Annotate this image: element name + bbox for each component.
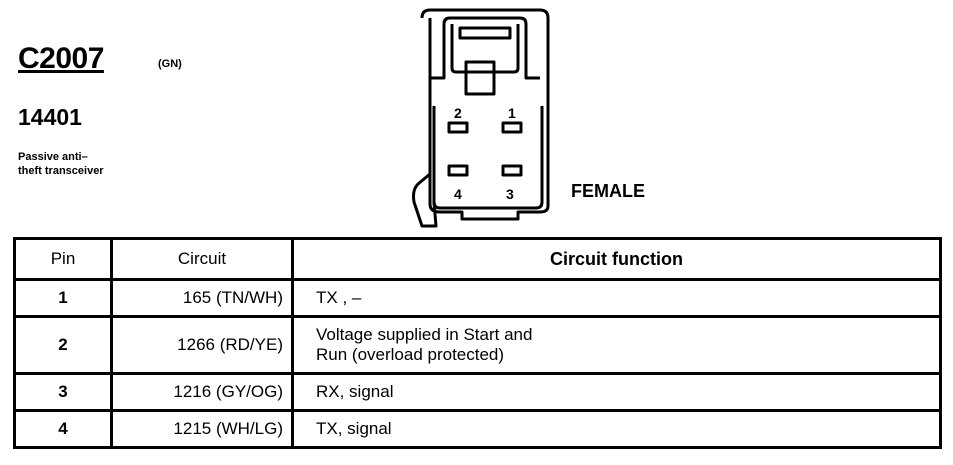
housing-outline — [420, 8, 550, 221]
side-tab — [412, 172, 438, 228]
row-pin: 3 — [13, 372, 113, 412]
function-line-1: RX, signal — [316, 382, 394, 401]
connector-id: C2007 — [18, 42, 104, 75]
table-row: 1 165 (TN/WH) TX , – — [13, 278, 942, 318]
description-line-1: Passive anti– — [18, 151, 88, 163]
row-circuit: 165 (TN/WH) — [110, 278, 294, 318]
pin-label-3: 3 — [506, 186, 514, 202]
connector-wire-color: (GN) — [158, 58, 182, 70]
row-function: TX , – — [291, 278, 942, 318]
row-circuit: 1266 (RD/YE) — [110, 315, 294, 375]
row-circuit: 1215 (WH/LG) — [110, 409, 294, 449]
table-row: 4 1215 (WH/LG) TX, signal — [13, 409, 942, 449]
row-function: RX, signal — [291, 372, 942, 412]
terminal-slot-3 — [501, 164, 523, 177]
latch-window — [464, 60, 496, 96]
row-pin: 1 — [13, 278, 113, 318]
table-row: 3 1216 (GY/OG) RX, signal — [13, 372, 942, 412]
function-line-1: Voltage supplied in Start and — [316, 325, 533, 344]
latch-outline — [430, 16, 540, 80]
part-number: 14401 — [18, 104, 82, 130]
function-line-1: TX , – — [316, 288, 362, 307]
row-pin: 2 — [13, 315, 113, 375]
header-circuit: Circuit — [110, 237, 294, 281]
function-line-2: Run (overload protected) — [316, 345, 505, 364]
table-header-row: Pin Circuit Circuit function — [13, 237, 942, 281]
table-row: 2 1266 (RD/YE) Voltage supplied in Start… — [13, 315, 942, 375]
row-function: TX, signal — [291, 409, 942, 449]
row-circuit: 1216 (GY/OG) — [110, 372, 294, 412]
pin-label-1: 1 — [508, 105, 516, 121]
pin-table: Pin Circuit Circuit function 1 165 (TN/W… — [13, 237, 942, 449]
connector-description: Passive anti– theft transceiver — [18, 150, 168, 178]
terminal-slot-4 — [447, 164, 469, 177]
latch-bar — [458, 26, 512, 40]
function-line-1: TX, signal — [316, 419, 392, 438]
pin-label-4: 4 — [454, 186, 462, 202]
terminal-slot-1 — [501, 121, 523, 134]
row-pin: 4 — [13, 409, 113, 449]
header-function: Circuit function — [291, 237, 942, 281]
description-line-2: theft transceiver — [18, 165, 104, 177]
header-pin: Pin — [13, 237, 113, 281]
connector-gender: FEMALE — [571, 181, 645, 201]
connector-face-diagram: 2 1 4 3 — [412, 8, 550, 228]
row-function: Voltage supplied in Start and Run (overl… — [291, 315, 942, 375]
pin-label-2: 2 — [454, 105, 462, 121]
terminal-slot-2 — [447, 121, 469, 134]
